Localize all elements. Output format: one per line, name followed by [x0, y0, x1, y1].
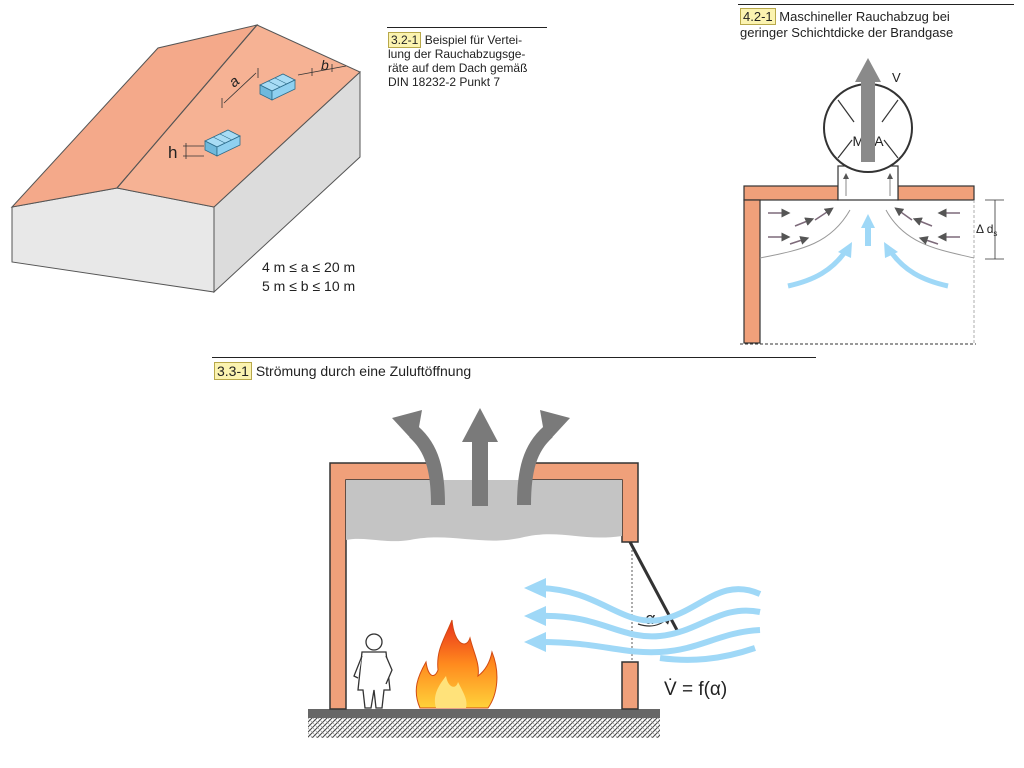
- caption-line: geringer Schichtdicke der Brandgase: [740, 25, 954, 40]
- figure-tag-3-2-1: 3.2-1: [388, 32, 422, 48]
- ground-slab: [308, 709, 660, 718]
- inlet-illustration: α V̇ = f(α): [308, 408, 762, 738]
- flow-label: V: [892, 70, 901, 85]
- caption-3-3-1: 3.3-1 Strömung durch eine Zuluftöffnung: [214, 362, 472, 380]
- caption-rule-3-3-1: [212, 357, 816, 358]
- caption-3-2-1: 3.2-1 Beispiel für Vertei- lung der Rauc…: [388, 32, 558, 89]
- constraint-a: 4 m ≤ a ≤ 20 m: [262, 259, 355, 275]
- figure-tag-4-2-1: 4.2-1: [740, 8, 776, 25]
- smoke-vent-upper: [259, 73, 296, 101]
- caption-line: Maschineller Rauchabzug bei: [779, 9, 950, 24]
- formula-label: V̇ = f(α): [664, 679, 727, 700]
- caption-line: lung der Rauchabzugsge-: [388, 47, 526, 61]
- smoke-layer: [346, 480, 622, 542]
- air-flow-arrows: [787, 214, 949, 289]
- constraint-b: 5 m ≤ b ≤ 10 m: [262, 278, 355, 294]
- dimension-b: [297, 64, 347, 76]
- caption-rule-4-2-1: [738, 4, 1014, 5]
- right-wall-bottom-3-3: [621, 661, 639, 710]
- mra-illustration: MRA V: [740, 58, 1004, 345]
- caption-line: DIN 18232-2 Punkt 7: [388, 75, 501, 89]
- dimension-delta-ds: [985, 199, 1004, 260]
- caption-4-2-1: 4.2-1 Maschineller Rauchabzug bei gering…: [740, 8, 1020, 41]
- exhaust-arrow-shaft: [861, 80, 875, 162]
- thickness-main: Δ d: [976, 222, 993, 236]
- fire-icon: [415, 619, 498, 709]
- label-b: b: [321, 57, 329, 73]
- dimension-a: [221, 68, 259, 108]
- thickness-label: Δ ds: [976, 222, 997, 238]
- smoke-vent-lower: [204, 129, 241, 157]
- gable-wall: [11, 187, 215, 293]
- ground-hatch: [308, 718, 660, 738]
- exhaust-arrows: [392, 408, 570, 506]
- thickness-subscript: s: [993, 229, 997, 238]
- ceiling-slab-left: [743, 185, 839, 201]
- inflow-arrows: [539, 585, 762, 663]
- smoke-boundary-left: [759, 209, 851, 259]
- caption-line: Beispiel für Vertei-: [424, 33, 523, 47]
- dimension-h: [183, 143, 204, 159]
- smoke-boundary-right: [885, 209, 975, 259]
- caption-rule-3-2-1: [387, 27, 547, 28]
- building-illustration: a b h 4 m ≤ a ≤ 20 m 5 m ≤ b ≤ 10 m: [10, 24, 361, 294]
- person-figure: [353, 633, 393, 709]
- figure-tag-3-3-1: 3.3-1: [214, 362, 252, 380]
- left-wall: [743, 199, 761, 344]
- label-h: h: [168, 143, 177, 162]
- smoke-flow-arrows: [768, 207, 960, 245]
- exhaust-arrow-head: [855, 58, 881, 82]
- roof-ridge: [116, 24, 258, 189]
- caption-line: räte auf dem Dach gemäß: [388, 61, 528, 75]
- inflow-arrow-heads: [524, 578, 546, 652]
- ceiling-slab-right: [897, 185, 975, 201]
- caption-text: Strömung durch eine Zuluftöffnung: [255, 363, 472, 379]
